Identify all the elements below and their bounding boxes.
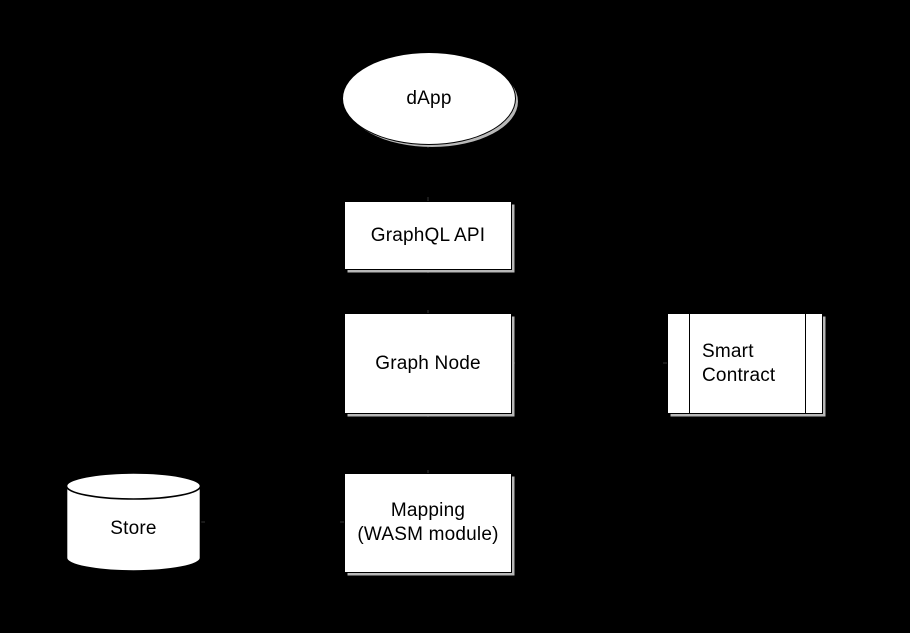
node-dapp[interactable]: dApp xyxy=(342,52,516,145)
cylinder-icon xyxy=(65,472,202,572)
edge-graphql-api-to-graph-node xyxy=(428,270,430,313)
node-graph-node-label: Graph Node xyxy=(375,352,481,374)
node-mapping-label: Mapping (WASM module) xyxy=(357,500,499,545)
node-store-label: Store xyxy=(110,518,157,540)
node-graphql-api-label: GraphQL API xyxy=(370,224,486,246)
node-store[interactable]: Store xyxy=(65,472,202,572)
edge-mapping-to-store xyxy=(202,522,344,524)
node-mapping[interactable]: Mapping (WASM module) xyxy=(344,473,512,573)
edge-stub-graphnode-bottom xyxy=(427,411,429,417)
edge-stub-graphnode-right xyxy=(509,362,515,364)
edge-stub-mapping-left xyxy=(340,521,346,523)
component-rail-right-icon xyxy=(805,312,806,415)
edge-stub-dapp-bottom xyxy=(427,142,429,148)
edge-stub-graphql-top xyxy=(427,197,429,203)
edge-stub-smartcontract-left xyxy=(663,362,669,364)
edge-stub-store-right xyxy=(199,521,205,523)
node-dapp-label: dApp xyxy=(406,87,452,109)
node-graph-node[interactable]: Graph Node xyxy=(344,313,512,414)
edge-stub-graphql-bottom xyxy=(427,267,429,273)
edge-graph-node-to-smart-contract xyxy=(512,363,667,365)
edge-graph-node-to-mapping xyxy=(428,414,430,473)
node-smart-contract[interactable]: Smart Contract xyxy=(667,312,823,415)
node-graphql-api[interactable]: GraphQL API xyxy=(344,201,512,270)
component-rail-left-icon xyxy=(689,312,690,415)
node-smart-contract-label: Smart Contract xyxy=(702,340,776,386)
edge-dapp-to-graphql-api xyxy=(428,145,430,201)
